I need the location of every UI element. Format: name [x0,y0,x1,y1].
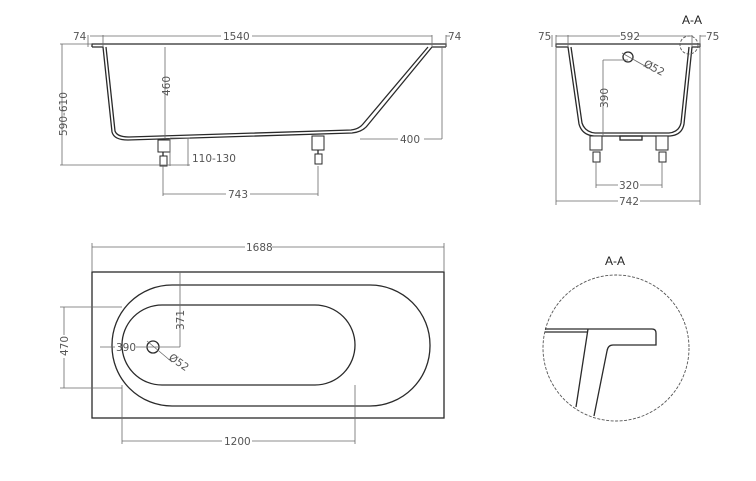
side-dim-rim-right: 74 [448,31,462,43]
top-dim-drain-offset-x: 390 [116,342,136,354]
end-dim-rim-left: 75 [538,31,551,43]
side-dimension-lines [60,35,450,196]
top-dim-drain-diameter: Ø52 [166,352,191,374]
side-leg-left [157,139,171,167]
top-dim-width: 470 [59,336,71,356]
end-dimension-lines [551,35,706,205]
side-view: 74 1540 74 590-610 460 110-130 743 400 [58,31,462,201]
end-dim-leg-spacing: 320 [619,180,639,192]
side-leg-right [311,135,325,165]
side-dim-rim-left: 74 [73,31,87,43]
side-dim-total-height: 590-610 [58,92,70,136]
detail-rim-profile [545,328,657,417]
end-view: A-A 75 592 75 Ø52 390 320 742 [538,13,719,208]
end-dim-drain-diameter: Ø52 [642,58,667,79]
end-leg-right [655,135,669,163]
detail-label: A-A [605,254,625,268]
top-basin [121,304,356,386]
detail-circle [542,274,690,422]
top-inner-rim [111,284,431,407]
detail-view: A-A [542,254,690,422]
end-drain-outlet [619,135,643,141]
end-leg-left [589,135,603,163]
end-dim-drain-height: 390 [599,88,611,108]
end-dim-rim-right: 75 [706,31,719,43]
top-dim-inner-length: 1200 [224,436,251,448]
end-dim-total-width: 742 [619,196,639,208]
top-dimension-lines [60,243,445,444]
top-dim-drain-offset-y: 371 [175,310,187,330]
top-dim-total-length: 1688 [246,242,273,254]
end-dim-width: 592 [620,31,640,43]
side-view-outline [91,43,447,141]
side-dim-leg-spacing: 743 [228,189,248,201]
side-dim-slope-offset: 400 [400,134,420,146]
side-dim-depth: 460 [161,76,173,96]
top-outer-rim [91,271,445,419]
end-drain-hole [622,51,634,63]
end-section-label: A-A [682,13,702,27]
side-dim-length: 1540 [223,31,250,43]
side-dim-leg-adjust: 110-130 [192,153,236,165]
top-view: 1688 470 390 371 Ø52 1200 [59,242,445,448]
end-view-outline [555,43,701,137]
